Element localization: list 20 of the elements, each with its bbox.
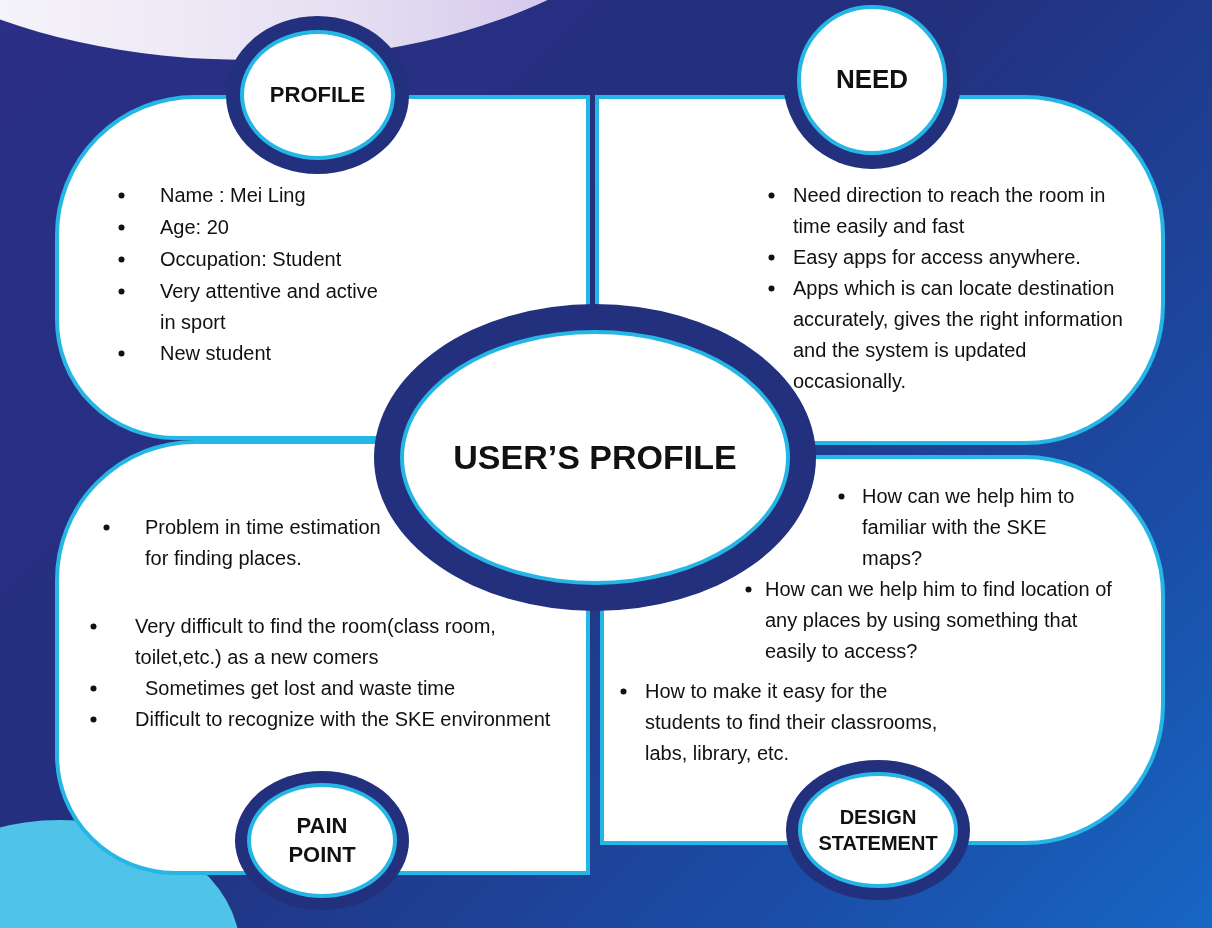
bullet-text: Very attentive and active in sport — [160, 280, 378, 333]
heading-text: DESIGN STATEMENT — [817, 805, 939, 856]
bullet-text: Very difficult to find the room(class room, toilet,etc.) as a new comers — [135, 615, 496, 668]
bullet-text: Age: 20 — [160, 216, 229, 238]
bullet-text: How to make it easy for the students to find their classrooms, labs, library, etc. — [645, 680, 938, 764]
bullet-text: New student — [160, 342, 272, 364]
bullet-text: Sometimes get lost and waste time — [145, 677, 456, 699]
bullet-text: How can we help him to familiar with the SKE maps? — [862, 485, 1075, 569]
bullet-text: Need direction to reach the room in time easily and fast — [793, 184, 1106, 237]
bullet-text: Name : Mei Ling — [160, 184, 306, 206]
bullet-text: Easy apps for access anywhere. — [793, 246, 1081, 268]
heading-text: PROFILE — [269, 80, 366, 109]
bullet-text: How can we help him to find location of any places by using something that easily to access? — [765, 578, 1112, 662]
bullet-text: Difficult to recognize with the SKE environment — [135, 708, 551, 730]
bullet-text: Occupation: Student — [160, 248, 342, 270]
heading-text: NEED — [835, 63, 909, 97]
heading-text: USER’S PROFILE — [453, 437, 737, 479]
heading-text: PAIN POINT — [287, 811, 357, 869]
bullet-text: Problem in time estimation for finding places. — [145, 516, 381, 569]
bullet-text: Apps which is can locate destination accurately, gives the right information and the system is updated occasionally. — [793, 277, 1123, 392]
